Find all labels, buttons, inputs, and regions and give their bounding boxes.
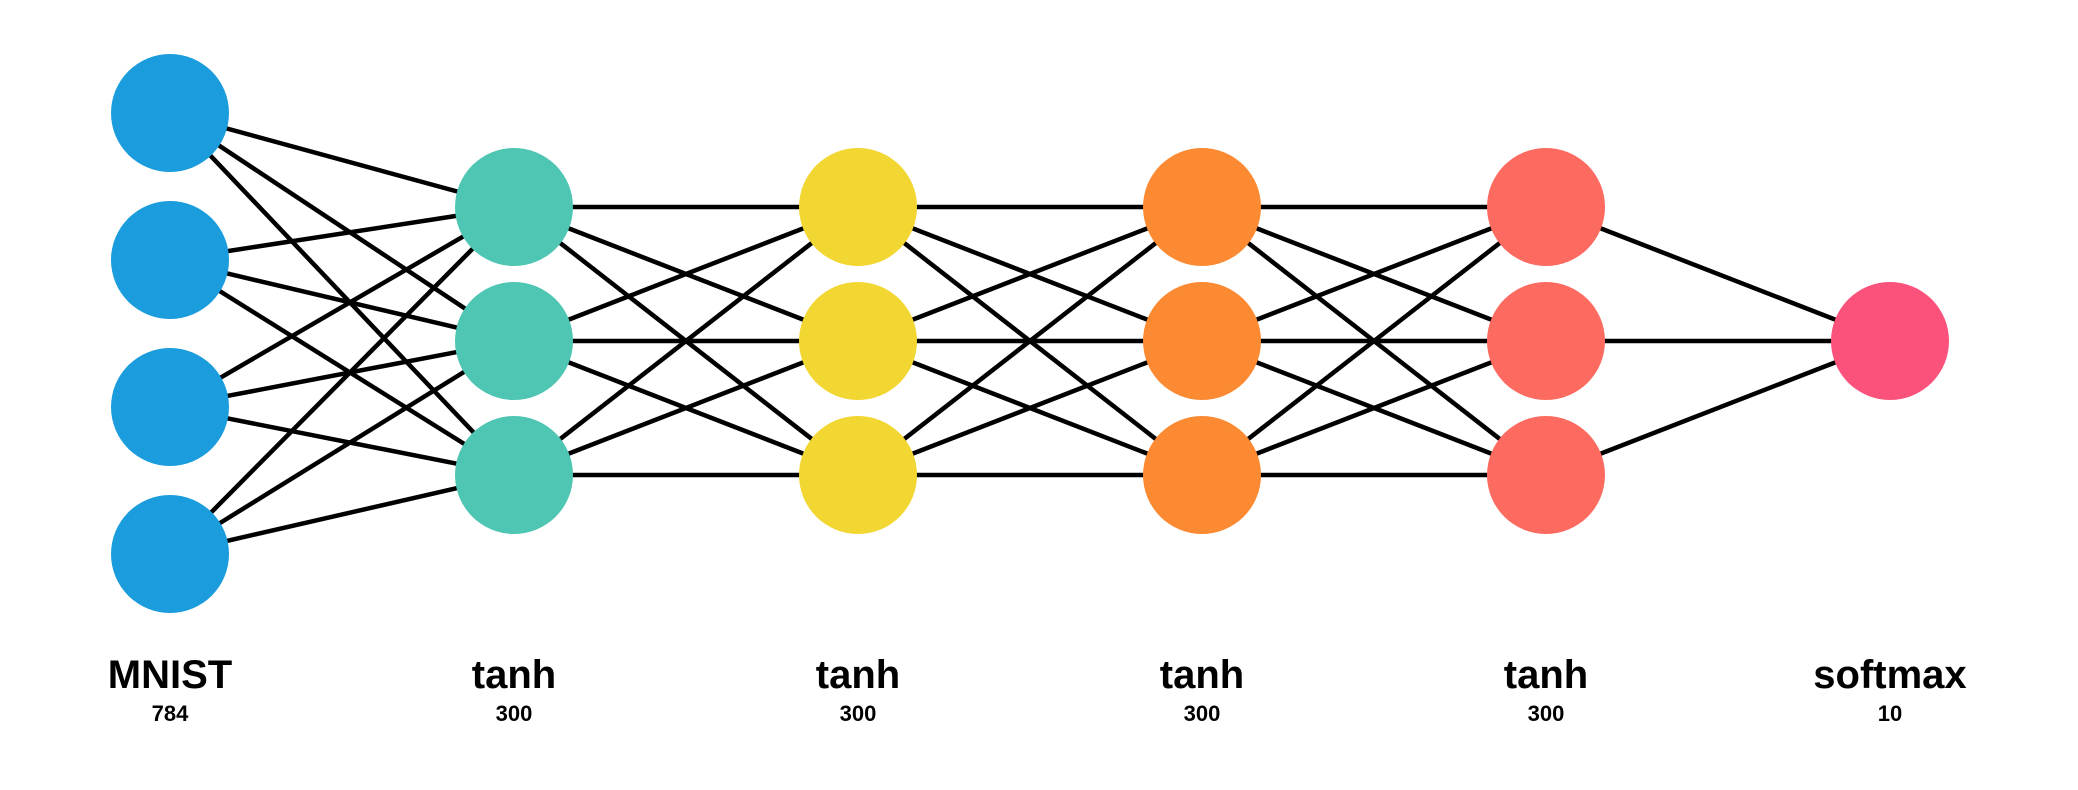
connection-line	[224, 213, 460, 254]
neuron-node	[111, 201, 229, 319]
connection-line	[223, 485, 461, 544]
connection-line	[1252, 358, 1496, 458]
connections	[206, 125, 1840, 544]
layer-label-output: softmax 10	[1770, 652, 2010, 728]
connection-line	[216, 232, 468, 382]
neuron-node	[1831, 282, 1949, 400]
neuron-node	[1143, 148, 1261, 266]
neuron-node	[111, 495, 229, 613]
layer-label-hidden-2: tanh 300	[738, 652, 978, 728]
neuron-node	[1487, 416, 1605, 534]
connection-line	[222, 270, 462, 331]
layer-label-hidden-4: tanh 300	[1426, 652, 1666, 728]
neurons	[111, 54, 1949, 613]
neuron-node	[455, 148, 573, 266]
connection-line	[556, 239, 816, 443]
neuron-node	[111, 348, 229, 466]
layer-size: 300	[1527, 701, 1565, 726]
connection-line	[215, 287, 469, 448]
connection-line	[564, 224, 808, 324]
neuron-node	[1143, 282, 1261, 400]
neuron-node	[1143, 416, 1261, 534]
connection-line	[900, 239, 1160, 443]
connection-line	[215, 368, 469, 527]
neuron-node	[1487, 148, 1605, 266]
layer-size: 300	[1183, 701, 1221, 726]
connection-line	[1596, 224, 1840, 324]
neuron-node	[799, 416, 917, 534]
connection-line	[908, 224, 1152, 324]
layer-name: MNIST	[107, 653, 233, 697]
connection-line	[214, 141, 470, 313]
connection-line	[223, 349, 461, 399]
layer-name: tanh	[1503, 653, 1589, 697]
connection-line	[207, 244, 477, 517]
layer-size: 300	[839, 701, 877, 726]
connection-line	[206, 151, 478, 437]
layer-size: 10	[1877, 701, 1903, 726]
layer-name: tanh	[471, 653, 557, 697]
layer-size: 784	[151, 701, 189, 726]
layer-label-input: MNIST 784	[50, 652, 290, 728]
connection-line	[1596, 358, 1840, 458]
neuron-node	[455, 282, 573, 400]
neuron-node	[455, 416, 573, 534]
connection-line	[564, 358, 808, 458]
neuron-node	[1487, 282, 1605, 400]
layer-label-hidden-3: tanh 300	[1082, 652, 1322, 728]
connection-line	[222, 125, 462, 195]
layer-name: tanh	[1159, 653, 1245, 697]
layer-size: 300	[495, 701, 533, 726]
layer-name: tanh	[815, 653, 901, 697]
connection-line	[1252, 224, 1496, 324]
layer-label-hidden-1: tanh 300	[394, 652, 634, 728]
neuron-node	[799, 282, 917, 400]
neuron-node	[799, 148, 917, 266]
layer-name: softmax	[1813, 653, 1967, 697]
connection-line	[1244, 239, 1504, 443]
connection-line	[908, 358, 1152, 458]
neuron-node	[111, 54, 229, 172]
connection-line	[223, 415, 461, 467]
